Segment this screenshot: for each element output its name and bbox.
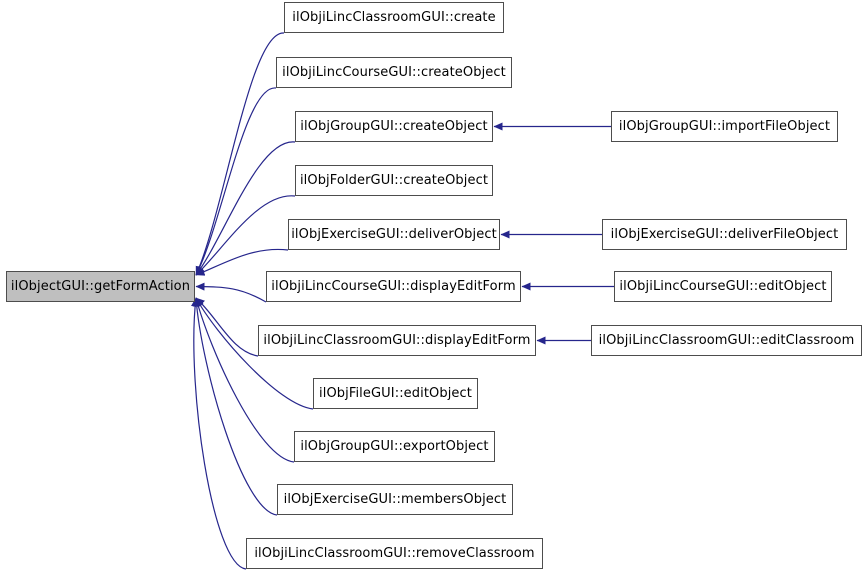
graph-node[interactable]: ilObjiLincClassroomGUI::removeClassroom [246, 538, 543, 569]
graph-node-label: ilObjiLincClassroomGUI::displayEditForm [263, 333, 531, 348]
graph-edge-curved [195, 141, 296, 276]
graph-node[interactable]: ilObjGroupGUI::importFileObject [611, 111, 838, 142]
graph-node-label: ilObjiLincClassroomGUI::removeClassroom [254, 546, 535, 561]
graph-node-label: ilObjExerciseGUI::deliverObject [291, 227, 497, 242]
graph-node-label: ilObjFileGUI::editObject [319, 386, 472, 401]
graph-node[interactable]: ilObjFolderGUI::createObject [295, 165, 493, 196]
graph-node[interactable]: ilObjiLincClassroomGUI::displayEditForm [258, 325, 536, 356]
graph-node[interactable]: ilObjiLincClassroomGUI::editClassroom [591, 325, 862, 356]
graph-node[interactable]: ilObjGroupGUI::exportObject [294, 431, 495, 462]
graph-node[interactable]: ilObjiLincCourseGUI::createObject [276, 57, 512, 88]
graph-edge-curved [195, 282, 267, 303]
graph-node-label: ilObjectGUI::getFormAction [10, 279, 191, 294]
graph-node-root[interactable]: ilObjectGUI::getFormAction [6, 271, 195, 302]
graph-edge-curved [191, 297, 247, 570]
graph-edge-curved [195, 297, 259, 357]
graph-node-label: ilObjGroupGUI::importFileObject [618, 119, 831, 134]
graph-node-label: ilObjFolderGUI::createObject [299, 173, 489, 188]
graph-edge-curved [195, 87, 277, 276]
graph-edge-curved [194, 297, 295, 463]
graph-node[interactable]: ilObjiLincCourseGUI::displayEditForm [266, 271, 521, 302]
graph-node-label: ilObjiLincCourseGUI::createObject [282, 65, 506, 80]
graph-node-label: ilObjiLincClassroomGUI::editClassroom [598, 333, 855, 348]
graph-node-label: ilObjiLincCourseGUI::displayEditForm [271, 279, 516, 294]
graph-node[interactable]: ilObjExerciseGUI::membersObject [277, 484, 513, 515]
graph-node[interactable]: ilObjExerciseGUI::deliverFileObject [602, 219, 847, 250]
graph-node-label: ilObjiLincCourseGUI::editObject [619, 279, 827, 294]
graph-edge-curved [195, 195, 296, 276]
graph-edge-curved [195, 32, 285, 276]
graph-node[interactable]: ilObjExerciseGUI::deliverObject [288, 219, 500, 250]
graph-node-label: ilObjiLincClassroomGUI::create [292, 10, 496, 25]
graph-node-label: ilObjExerciseGUI::membersObject [283, 492, 507, 507]
graph-node[interactable]: ilObjiLincCourseGUI::editObject [614, 271, 832, 302]
graph-node-label: ilObjGroupGUI::exportObject [300, 439, 489, 454]
graph-node[interactable]: ilObjFileGUI::editObject [313, 378, 478, 409]
graph-node[interactable]: ilObjGroupGUI::createObject [295, 111, 493, 142]
graph-node-label: ilObjExerciseGUI::deliverFileObject [610, 227, 839, 242]
graph-node[interactable]: ilObjiLincClassroomGUI::create [284, 2, 504, 33]
graph-node-label: ilObjGroupGUI::createObject [300, 119, 488, 134]
